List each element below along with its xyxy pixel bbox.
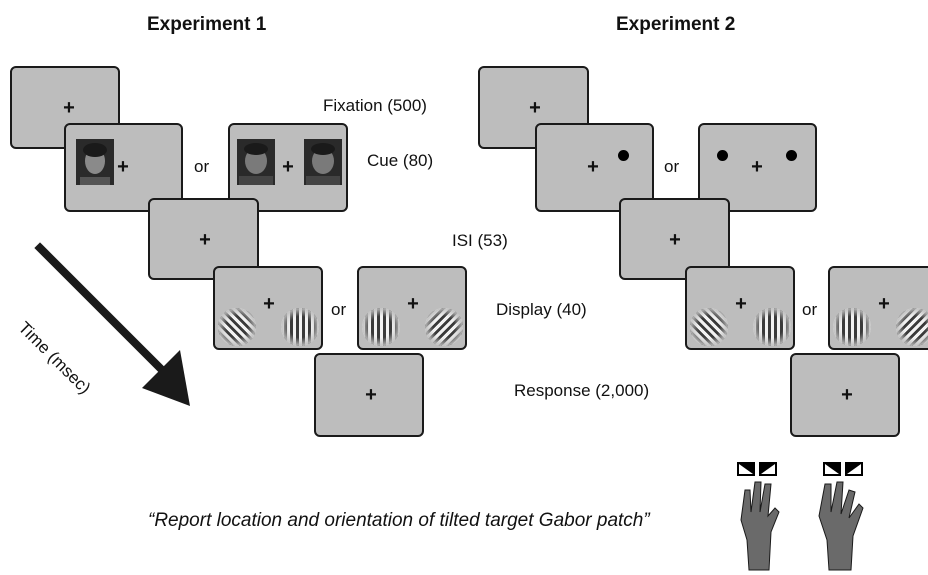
- gabor-patch-tilted: [218, 308, 256, 346]
- stage-label-cue: Cue (80): [367, 151, 434, 170]
- or-label-display-exp1: or: [331, 300, 347, 319]
- response-key-icon: [737, 462, 755, 476]
- gabor-patch-vertical: [833, 308, 871, 346]
- face-image: [76, 139, 114, 185]
- exp2-cue-screen-single: +: [535, 123, 654, 212]
- instruction-text: “Report location and orientation of tilt…: [148, 510, 650, 531]
- fixation-cross: +: [669, 229, 681, 251]
- response-key-icon: [845, 462, 863, 476]
- exp2-display-screen-b: +: [828, 266, 928, 350]
- exp2-cue-screen-double: +: [698, 123, 817, 212]
- fixation-cross: +: [117, 156, 129, 178]
- cue-dot: [717, 150, 728, 161]
- stage-label-isi: ISI (53): [452, 231, 508, 250]
- response-hands-icon: [737, 462, 864, 571]
- face-image: [237, 139, 275, 185]
- stage-label-display: Display (40): [496, 300, 587, 319]
- fixation-cross: +: [407, 293, 419, 315]
- exp2-display-screen-a: +: [685, 266, 795, 350]
- face-image: [304, 139, 342, 185]
- fixation-cross: +: [282, 156, 294, 178]
- exp1-cue-screen-double: +: [228, 123, 348, 212]
- gabor-patch-vertical: [753, 308, 791, 346]
- fixation-cross: +: [365, 384, 377, 406]
- gabor-patch-tilted: [896, 308, 928, 346]
- exp2-response-screen: +: [790, 353, 900, 437]
- exp1-cue-screen-single: +: [64, 123, 183, 212]
- stage-label-fixation: Fixation (500): [323, 96, 427, 115]
- or-label-cue-exp1: or: [194, 157, 210, 176]
- stage-label-response: Response (2,000): [514, 381, 650, 400]
- or-label-cue-exp2: or: [664, 157, 680, 176]
- fixation-cross: +: [587, 156, 599, 178]
- gabor-patch-vertical: [281, 308, 319, 346]
- cue-dot: [618, 150, 629, 161]
- fixation-cross: +: [878, 293, 890, 315]
- exp1-response-screen: +: [314, 353, 424, 437]
- gabor-patch-vertical: [362, 308, 400, 346]
- experiment-1-title: Experiment 1: [147, 14, 267, 35]
- fixation-cross: +: [63, 97, 75, 119]
- gabor-patch-tilted: [690, 308, 728, 346]
- response-key-icon: [823, 462, 841, 476]
- experiment-2-title: Experiment 2: [616, 14, 736, 35]
- fixation-cross: +: [199, 229, 211, 251]
- fixation-cross: +: [735, 293, 747, 315]
- fixation-cross: +: [841, 384, 853, 406]
- fixation-cross: +: [529, 97, 541, 119]
- gabor-patch-tilted: [425, 308, 463, 346]
- fixation-cross: +: [751, 156, 763, 178]
- exp1-display-screen-b: +: [357, 266, 467, 350]
- cue-dot: [786, 150, 797, 161]
- response-key-icon: [759, 462, 777, 476]
- exp1-display-screen-a: +: [213, 266, 323, 350]
- time-arrow-icon: [34, 242, 190, 406]
- or-label-display-exp2: or: [802, 300, 818, 319]
- fixation-cross: +: [263, 293, 275, 315]
